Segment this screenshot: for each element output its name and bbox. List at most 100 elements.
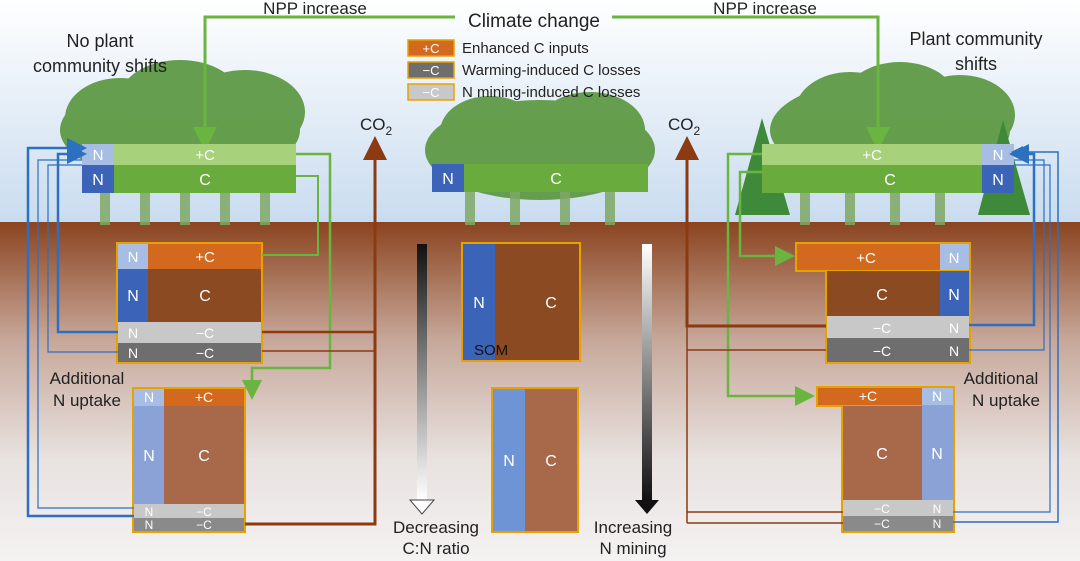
- right-soil1-n-mining-label: N: [949, 320, 959, 336]
- right-title-line1: Plant community: [909, 29, 1042, 49]
- right-soil-pool-1: +C N C N −C N −C N: [795, 242, 971, 364]
- decreasing-cn-arrow: [408, 244, 436, 515]
- left-soil2-c-plus-label: +C: [195, 389, 213, 405]
- legend-label-warming: Warming-induced C losses: [462, 62, 641, 79]
- left-plant-n-plus: [82, 144, 114, 165]
- left-soil2-n-plus-label: N: [144, 389, 154, 405]
- tree-trunks: [100, 180, 945, 225]
- right-additional-line1: Additional: [964, 369, 1039, 388]
- right-green-arrow-shallow: [738, 170, 795, 266]
- right-plant-c-plus-label: +C: [862, 147, 882, 164]
- left-additional-line2: N uptake: [53, 391, 121, 410]
- right-plant-pool: +C N C N: [762, 144, 1014, 193]
- left-additional-line1: Additional: [50, 369, 125, 388]
- left-n-uptake-arrow-thin2: [47, 164, 118, 353]
- legend-symbol-mining: −C: [423, 85, 440, 100]
- right-title-line2: shifts: [955, 54, 997, 74]
- left-soil1-n-label: N: [127, 288, 139, 305]
- center-plant-n-label: N: [442, 171, 454, 188]
- left-soil2-n-warming-label: N: [145, 518, 154, 532]
- npp-arrow-right: [612, 15, 890, 151]
- left-soil-pool-2: N +C N C N −C N −C: [132, 387, 246, 533]
- left-plant-c: [114, 165, 296, 193]
- left-plant-c-label: C: [199, 172, 211, 189]
- right-plant-n-label: N: [992, 172, 1004, 189]
- left-soil1-c-label: C: [199, 288, 211, 305]
- right-soil1-c-mining-label: −C: [873, 320, 891, 336]
- right-soil-pool-2: +C N C N −C N −C N: [816, 386, 955, 533]
- npp-increase-right-label: NPP increase: [713, 0, 817, 18]
- right-soil1-n-warming-label: N: [949, 343, 959, 359]
- right-soil2-n-label: N: [931, 446, 943, 463]
- right-plant-n-plus-label: N: [993, 147, 1004, 164]
- npp-arrow-left: [193, 15, 455, 151]
- left-title-line1: No plant: [66, 31, 133, 51]
- left-plant-n: [82, 165, 114, 193]
- center-plant-pool: N C: [432, 164, 648, 192]
- left-canopy: [60, 60, 305, 182]
- left-co2-arrow: [245, 136, 387, 526]
- left-green-arrow-shallow: [262, 175, 319, 256]
- right-soil2-c-mining-label: −C: [874, 502, 890, 516]
- left-soil2-c-warming-label: −C: [196, 518, 212, 532]
- right-soil1-n-label: N: [948, 287, 960, 304]
- right-additional-line2: N uptake: [972, 391, 1040, 410]
- right-n-uptake-arrow-outer: [953, 146, 1059, 523]
- center-deep-n-label: N: [503, 453, 515, 470]
- left-plant-n-plus-label: N: [93, 147, 104, 164]
- right-co2-label: CO2: [668, 115, 701, 138]
- right-n-uptake-arrow-mid: [969, 144, 1036, 327]
- left-soil2-n-mining-label: N: [145, 505, 154, 519]
- right-green-arrow-deep: [726, 152, 815, 406]
- right-soil2-n-mining-label: N: [933, 502, 942, 516]
- left-n-uptake-arrow-mid: [56, 144, 118, 334]
- left-soil1-n-plus-label: N: [128, 249, 139, 266]
- increasing-line1: Increasing: [594, 518, 672, 537]
- left-soil2-c-mining-label: −C: [196, 505, 212, 519]
- decreasing-line2: C:N ratio: [402, 539, 469, 558]
- center-som-pool: N C SOM: [461, 242, 581, 362]
- decreasing-line1: Decreasing: [393, 518, 479, 537]
- climate-change-label: Climate change: [468, 11, 600, 32]
- legend-label-mining: N mining-induced C losses: [462, 84, 640, 101]
- left-soil1-c-warming-label: −C: [196, 345, 214, 361]
- left-soil1-c-plus-label: +C: [195, 249, 215, 266]
- legend-symbol-enhanced: +C: [423, 41, 440, 56]
- right-plant-c-label: C: [884, 172, 896, 189]
- left-co2-label: CO2: [360, 115, 393, 138]
- center-plant-c-label: C: [550, 171, 562, 188]
- right-n-uptake-arrow-thin1: [969, 159, 1045, 351]
- left-soil-pool-1: N +C N C N −C N −C: [116, 242, 263, 364]
- legend-swatch-enhanced: [407, 39, 455, 57]
- left-soil2-c-label: C: [198, 448, 210, 465]
- increasing-line2: N mining: [599, 539, 666, 558]
- left-soil2-n-label: N: [143, 448, 155, 465]
- legend-symbol-warming: −C: [423, 63, 440, 78]
- right-n-uptake-arrow-thin2: [953, 164, 1051, 513]
- left-soil1-n-mining-label: N: [128, 325, 138, 341]
- legend-swatch-warming: [407, 61, 455, 79]
- left-plant-pool: N +C N C: [82, 144, 296, 193]
- right-soil2-c-plus-label: +C: [859, 388, 877, 404]
- left-n-uptake-arrow-outer: [26, 138, 134, 518]
- center-deep-pool: N C: [491, 387, 579, 533]
- increasing-n-mining-arrow: [635, 244, 659, 514]
- right-soil1-n-plus-label: N: [949, 250, 960, 267]
- right-soil2-c-label: C: [876, 446, 888, 463]
- center-som-c-label: C: [545, 295, 557, 312]
- left-plant-n-label: N: [92, 172, 104, 189]
- center-som-n-label: N: [473, 295, 485, 312]
- right-soil2-c-warming-label: −C: [874, 517, 890, 531]
- som-label: SOM: [474, 342, 508, 359]
- center-deep-c-label: C: [545, 453, 557, 470]
- legend-label-enhanced: Enhanced C inputs: [462, 40, 589, 57]
- legend: +C Enhanced C inputs −C Warming-induced …: [407, 39, 641, 101]
- right-soil2-n-warming-label: N: [933, 517, 942, 531]
- npp-increase-left-label: NPP increase: [263, 0, 367, 18]
- right-soil1-c-warming-label: −C: [873, 343, 891, 359]
- left-soil1-c-mining-label: −C: [196, 325, 214, 341]
- left-n-uptake-arrow-thin1: [37, 159, 134, 509]
- left-plant-c-plus-label: +C: [195, 147, 215, 164]
- right-soil1-c-plus-label: +C: [856, 250, 876, 267]
